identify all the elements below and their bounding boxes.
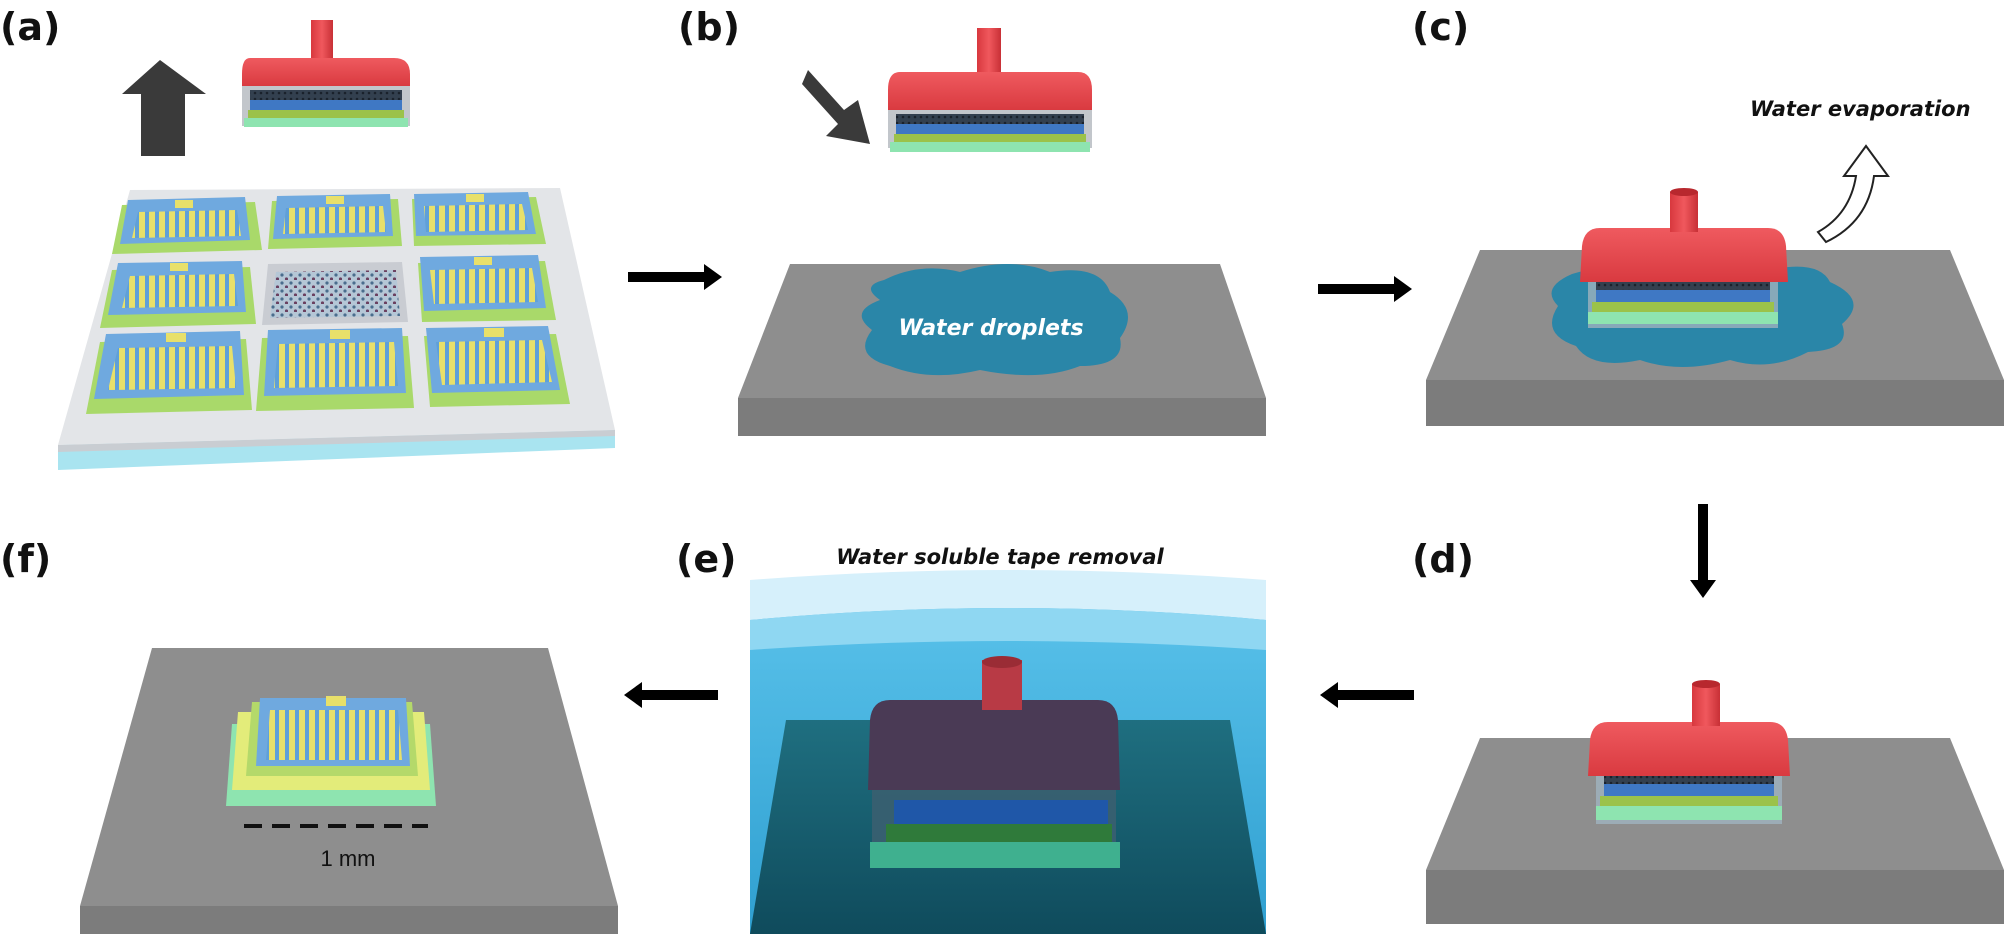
water-droplets-puddle bbox=[861, 264, 1128, 376]
stamp-on-substrate bbox=[1588, 680, 1790, 824]
nanostructure-cell bbox=[262, 262, 408, 325]
panel-label-b: (b) bbox=[678, 5, 740, 49]
panel-f: (f) 1 mm bbox=[0, 537, 618, 934]
device-array-wafer bbox=[58, 188, 615, 470]
stamp-lifted bbox=[242, 20, 410, 127]
panel-a: (a) bbox=[0, 5, 615, 470]
water-evaporation-label: Water evaporation bbox=[1750, 97, 1971, 121]
panel-e: (e) Water soluble tape removal bbox=[676, 537, 1266, 934]
device-cell bbox=[100, 261, 256, 328]
panel-label-e: (e) bbox=[676, 537, 737, 581]
evaporation-arrow-icon bbox=[1816, 144, 1890, 244]
panel-d: (d) bbox=[1412, 537, 2004, 924]
lift-up-arrow-icon bbox=[122, 60, 206, 156]
device-cell bbox=[418, 255, 556, 322]
stamp-lowering bbox=[888, 28, 1092, 152]
panel-b: (b) Water droplets bbox=[678, 5, 1266, 436]
tape-removal-label: Water soluble tape removal bbox=[836, 545, 1164, 569]
flow-arrow-left-icon bbox=[1320, 682, 1414, 708]
device-cell bbox=[112, 197, 262, 254]
flow-arrow-right-icon bbox=[628, 264, 722, 290]
press-down-arrow-icon bbox=[802, 70, 870, 144]
panel-label-c: (c) bbox=[1412, 5, 1469, 49]
flow-arrow-down-icon bbox=[1690, 504, 1716, 598]
transferred-device bbox=[226, 696, 436, 806]
water-droplets-label: Water droplets bbox=[898, 316, 1083, 341]
stamp-on-substrate bbox=[1580, 188, 1788, 328]
flow-arrow-right-icon bbox=[1318, 276, 1412, 302]
panel-label-d: (d) bbox=[1412, 537, 1474, 581]
device-cell bbox=[424, 326, 570, 407]
device-cell bbox=[268, 194, 402, 249]
panel-label-a: (a) bbox=[0, 5, 60, 49]
panel-label-f: (f) bbox=[0, 537, 51, 581]
scale-bar-label: 1 mm bbox=[321, 846, 376, 871]
panel-c: (c) Water evaporation bbox=[1412, 5, 2004, 426]
stamp-submerged bbox=[868, 656, 1120, 868]
flow-arrow-left-icon bbox=[624, 682, 718, 708]
device-cell bbox=[412, 192, 546, 246]
device-cell bbox=[86, 331, 252, 414]
device-cell bbox=[256, 328, 414, 411]
